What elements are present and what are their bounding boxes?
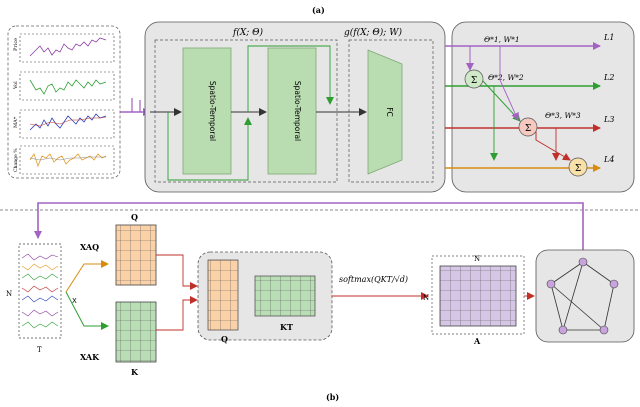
t-label: T xyxy=(37,346,42,354)
heads-panel xyxy=(451,21,635,193)
q-label-small: Q xyxy=(221,334,228,344)
panel-a-label: (a) xyxy=(312,5,325,15)
spatio-temporal-block-2 xyxy=(267,47,317,175)
a-matrix xyxy=(439,265,517,327)
loss-label-2: L2 xyxy=(603,73,614,82)
g-block-dashed xyxy=(348,39,434,183)
graph-edges xyxy=(550,261,615,331)
series-plot-ma: MA* xyxy=(13,109,115,139)
x-to-k-arrow xyxy=(65,291,109,330)
a-label: A xyxy=(473,336,481,346)
kt-matrix-small xyxy=(254,275,316,317)
spatio-temporal-block-1 xyxy=(182,47,232,175)
series-plot-change: Change % xyxy=(13,145,115,175)
sum-node-2 xyxy=(518,117,538,137)
series-plot-price: Price xyxy=(13,33,115,63)
graph-node xyxy=(578,257,588,267)
spatio-temporal-label-1: Spatio-Temporal xyxy=(208,81,217,141)
input-series-box xyxy=(7,25,121,179)
graph-node xyxy=(558,325,568,335)
residual-arrow-st1 xyxy=(167,112,252,181)
graph-node xyxy=(546,279,556,289)
n-label-a-side: N xyxy=(423,294,429,302)
q-to-qk-arrow xyxy=(156,254,198,290)
series-plot-vol: Vol xyxy=(13,71,115,101)
softmax-label: softmax(QKT/√d) xyxy=(339,275,408,284)
q-matrix-small xyxy=(207,259,239,331)
x-to-q-arrow xyxy=(65,260,109,293)
q-label-top: Q xyxy=(131,212,138,222)
f-block-label: f(X; Θ) xyxy=(232,27,264,38)
head-label-3: Θ*3, W*3 xyxy=(545,111,581,120)
n-label-top: N xyxy=(474,255,480,263)
g-block-label: g(f(X; Θ); W) xyxy=(344,27,402,38)
sum-node-1 xyxy=(464,69,484,89)
graph-node xyxy=(609,279,619,289)
spatio-temporal-label-2: Spatio-Temporal xyxy=(293,81,302,141)
n-label-left: N xyxy=(6,290,12,298)
loss-label-1: L1 xyxy=(603,33,614,42)
sum-link-6 xyxy=(499,46,519,121)
loss-label-4: L4 xyxy=(603,155,614,164)
k-matrix xyxy=(115,301,157,363)
kt-label: KT xyxy=(280,322,293,332)
panel-b-label: (b) xyxy=(326,392,339,402)
fc-label: FC xyxy=(385,107,394,117)
x-label: X xyxy=(72,297,77,305)
fc-block xyxy=(367,49,403,175)
f-block-dashed xyxy=(154,39,338,183)
feedback-arrow xyxy=(34,202,584,250)
xak-label: XAK xyxy=(80,352,100,362)
q-matrix xyxy=(115,224,157,286)
series-label-change: Change % xyxy=(13,148,19,172)
series-label-price: Price xyxy=(13,38,19,51)
head-label-1: Θ*1, W*1 xyxy=(484,35,520,44)
k-to-qk-arrow xyxy=(156,296,198,331)
series-label-ma: MA* xyxy=(13,116,19,128)
loss-label-3: L3 xyxy=(603,115,614,124)
series-label-vol: Vol xyxy=(13,81,19,90)
skip-arrow-top xyxy=(247,45,334,112)
sum-symbol-2: Σ xyxy=(525,124,531,134)
xaq-label: XAQ xyxy=(80,242,99,252)
head-label-2: Θ*2, W*2 xyxy=(488,73,524,82)
sum-symbol-1: Σ xyxy=(471,76,477,86)
sum-node-3 xyxy=(568,157,588,177)
sum-symbol-3: Σ xyxy=(575,164,581,174)
k-label-bottom: K xyxy=(131,367,139,377)
graph-node xyxy=(599,325,609,335)
